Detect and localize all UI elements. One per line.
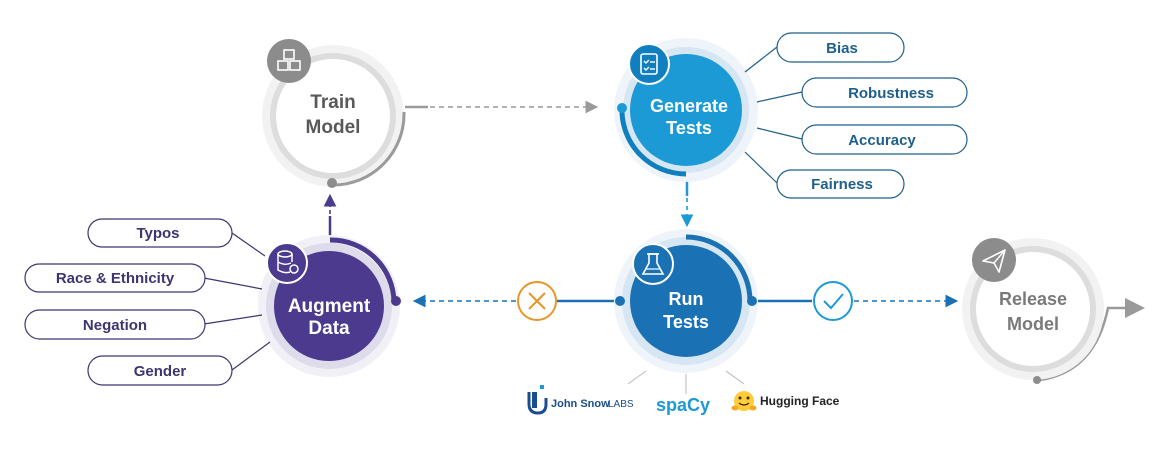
john-snow-labs-logo: John Snow LABS (527, 385, 634, 415)
pill-bias: Bias (776, 32, 905, 63)
paper-plane-icon (972, 238, 1016, 282)
release-model-node: Release Model (962, 238, 1104, 384)
pill-robustness: Robustness (801, 77, 968, 108)
pill-accuracy-label: Accuracy (848, 132, 916, 149)
x-circle-icon (517, 281, 557, 321)
generate-tests-label-line2: Tests (666, 118, 712, 138)
augmentation-connectors (203, 232, 271, 371)
train-model-label-line2: Model (306, 117, 361, 138)
generate-tests-node: Generate Tests (614, 38, 758, 182)
pill-typos-label: Typos (136, 225, 179, 242)
pill-gender: Gender (87, 355, 233, 386)
hugging-face-logo: Hugging Face (731, 391, 840, 411)
flask-icon (632, 243, 674, 285)
pill-negation: Negation (24, 309, 206, 340)
john-snow-labs-suffix: LABS (608, 399, 634, 410)
pill-gender-label: Gender (134, 363, 187, 380)
check-circle-icon (813, 281, 853, 321)
release-model-label-line2: Model (1007, 314, 1059, 334)
hugging-face-name: Hugging Face (760, 394, 840, 408)
augment-data-label-line2: Data (308, 318, 350, 339)
checklist-icon (628, 43, 670, 85)
database-gear-icon (266, 242, 308, 284)
pill-fairness-label: Fairness (811, 176, 873, 193)
pill-bias-label: Bias (826, 40, 858, 57)
run-tests-label-line1: Run (669, 289, 704, 309)
train-model-label-line1: Train (310, 92, 355, 113)
integration-connectors (627, 370, 745, 394)
pill-robustness-label: Robustness (848, 85, 934, 102)
spacy-logo: spaCy (656, 395, 710, 415)
train-model-node: Train Model (262, 39, 406, 188)
john-snow-brand: John Snow (551, 398, 610, 410)
pill-negation-label: Negation (83, 317, 147, 334)
pill-typos: Typos (87, 218, 233, 248)
pill-fairness: Fairness (776, 169, 905, 199)
generate-tests-label-line1: Generate (650, 96, 728, 116)
run-tests-node: Run Tests (614, 229, 758, 373)
cubes-icon (267, 39, 311, 83)
augment-data-label-line1: Augment (288, 296, 371, 317)
augment-data-node: Augment Data (258, 235, 401, 377)
pill-race-ethnicity-label: Race & Ethnicity (56, 270, 175, 287)
pill-accuracy: Accuracy (801, 124, 968, 155)
release-model-label-line1: Release (999, 289, 1067, 309)
pill-race-ethnicity: Race & Ethnicity (24, 263, 206, 293)
run-tests-label-line2: Tests (663, 312, 709, 332)
test-category-connectors (744, 46, 803, 184)
